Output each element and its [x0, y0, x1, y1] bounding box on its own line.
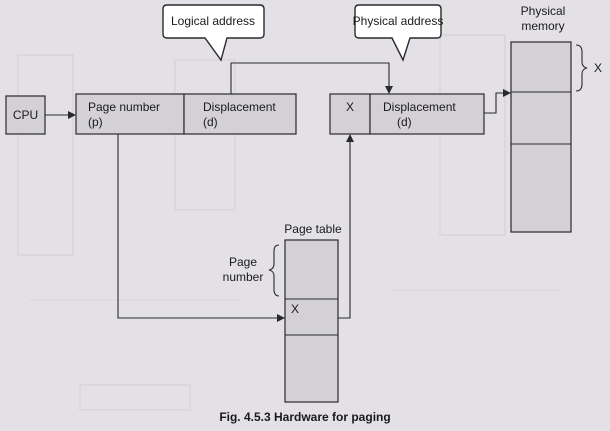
physical-to-memory-arrow [484, 89, 511, 114]
logical-address-label: Logical address [171, 14, 255, 28]
cpu-box [5, 95, 46, 135]
page-table-entry-label: X [291, 302, 299, 316]
page-table-box [284, 239, 339, 403]
logical-displacement-var: (d) [203, 115, 218, 129]
figure-caption: Fig. 4.5.3 Hardware for paging [219, 410, 390, 424]
logical-displacement-label: Displacement [203, 100, 276, 114]
physical-memory-box [510, 41, 572, 233]
page-number-label: Page number [88, 100, 160, 114]
table-to-frame-arrow [338, 134, 354, 319]
physical-memory-title-1: Physical [521, 4, 566, 18]
page-number-to-table-arrow [117, 134, 285, 322]
physical-address-callout [354, 4, 442, 62]
page-number-brace [268, 244, 280, 297]
frame-label: X [346, 100, 354, 114]
physical-address-label: Physical address [353, 14, 444, 28]
page-number-brace-label-2: number [223, 270, 264, 284]
page-number-field [75, 93, 185, 135]
memory-frame-brace [575, 44, 588, 92]
physical-displacement-label: Displacement [383, 100, 456, 114]
page-number-var: (p) [88, 115, 103, 129]
memory-frame-label: X [594, 61, 602, 75]
physical-displacement-field [369, 93, 485, 135]
page-number-brace-label-1: Page [229, 255, 257, 269]
logical-displacement-field [183, 93, 297, 135]
background-show-through [17, 34, 560, 411]
page-table-title: Page table [284, 222, 342, 236]
physical-displacement-var: (d) [397, 115, 412, 129]
cpu-label: CPU [13, 108, 38, 122]
logical-address-callout [162, 4, 265, 62]
displacement-route-arrow [230, 62, 393, 94]
physical-memory-title-2: memory [521, 19, 564, 33]
